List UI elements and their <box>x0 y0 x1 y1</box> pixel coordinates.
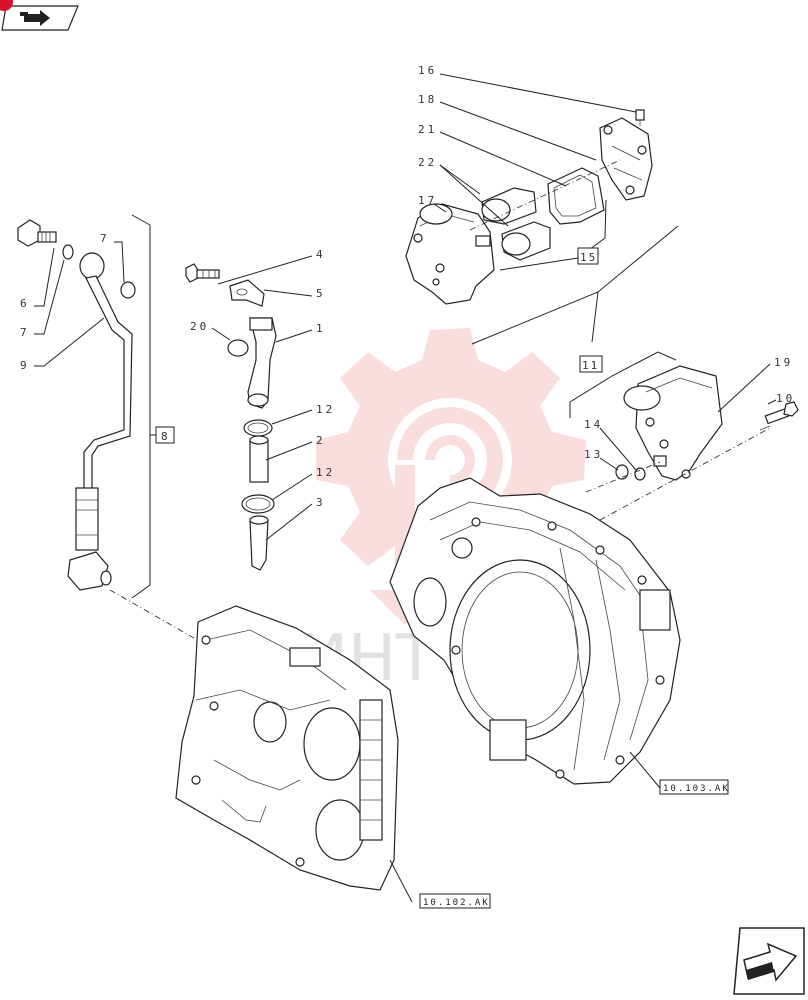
callout-14: 14 <box>584 418 603 431</box>
bolt <box>635 109 645 126</box>
bottom-nav-button[interactable] <box>733 927 805 995</box>
sealing-washer <box>120 281 136 299</box>
top-nav-button[interactable] <box>1 5 79 31</box>
callout-16: 16 <box>418 64 437 77</box>
callout-6: 6 <box>20 297 30 310</box>
callout-9: 9 <box>20 359 30 372</box>
callout-20: 20 <box>190 320 209 333</box>
callout-7-right: 7 <box>100 232 110 245</box>
reference-link-10-102-ak[interactable]: 10.102.AK <box>419 893 491 909</box>
boxed-callout-15[interactable]: 15 <box>577 247 599 265</box>
callout-10: 10 <box>776 392 795 405</box>
reference-link-10-103-ak[interactable]: 10.103.AK <box>659 779 730 795</box>
flywheel-housing <box>389 477 681 789</box>
sealing-washer <box>62 244 74 260</box>
sleeve <box>501 221 551 261</box>
filter-module <box>471 225 799 521</box>
snap-ring <box>615 464 629 480</box>
gasket <box>547 167 605 225</box>
svg-text:11: 11 <box>582 359 599 372</box>
module-housing <box>623 365 723 481</box>
sleeve <box>481 187 537 225</box>
callout-18: 18 <box>418 93 437 106</box>
arrow-right-icon <box>20 10 50 26</box>
o-ring <box>634 467 646 481</box>
banjo-bolt <box>17 219 57 247</box>
callout-19: 19 <box>774 356 793 369</box>
callout-12-lower: 12 <box>316 466 335 479</box>
tube <box>249 519 269 571</box>
boxed-callout-11[interactable]: 11 <box>579 355 603 373</box>
svg-text:15: 15 <box>580 251 597 264</box>
callout-12-upper: 12 <box>316 403 335 416</box>
callout-1: 1 <box>316 322 326 335</box>
callout-17: 17 <box>418 194 437 207</box>
flange <box>599 117 653 201</box>
tube <box>249 439 269 483</box>
center-parts <box>185 263 277 571</box>
callout-13: 13 <box>584 448 603 461</box>
svg-text:10.103.AK: 10.103.AK <box>663 784 730 794</box>
boxed-callout-8[interactable]: 8 <box>155 426 175 444</box>
o-ring <box>227 339 249 357</box>
leader-lines <box>34 73 777 541</box>
svg-text:10.102.AK: 10.102.AK <box>423 898 490 908</box>
housing <box>405 203 495 305</box>
callout-labels: 16 18 21 22 17 7 6 7 9 4 5 20 1 12 2 12 … <box>20 64 795 509</box>
callout-4: 4 <box>316 248 326 261</box>
corner-marker <box>0 0 13 11</box>
callout-5: 5 <box>316 287 326 300</box>
bolt <box>759 401 799 431</box>
timing-plate <box>175 605 413 903</box>
svg-text:8: 8 <box>161 430 171 443</box>
callout-2: 2 <box>316 434 326 447</box>
callout-3: 3 <box>316 496 326 509</box>
callout-21: 21 <box>418 123 437 136</box>
upper-housing-assembly <box>405 109 653 305</box>
callout-22: 22 <box>418 156 437 169</box>
elbow-fitting <box>247 317 277 409</box>
oil-pipe <box>67 252 133 591</box>
arrow-right-icon <box>743 942 798 982</box>
oil-pipe-assembly <box>17 214 216 651</box>
callout-7-left: 7 <box>20 326 30 339</box>
screw <box>185 263 220 283</box>
